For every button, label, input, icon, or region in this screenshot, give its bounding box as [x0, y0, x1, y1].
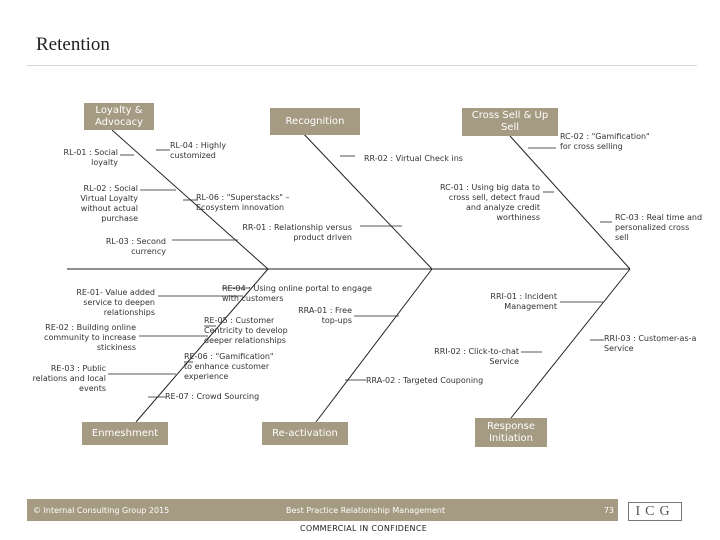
page-number: 73 [603, 505, 614, 515]
label-rr02: RR-02 : Virtual Check ins [364, 154, 463, 163]
label-re06: RE-06 : "Gamification" to enhance custom… [184, 352, 274, 381]
category-recognition: Recognition [270, 108, 360, 135]
bone-recognition [299, 129, 433, 270]
label-rl06: RL-06 : "Superstacks" – Ecosystem innova… [196, 193, 290, 212]
category-cross-sell-up-sell: Cross Sell & Up Sell [462, 108, 558, 136]
label-rl04: RL-04 : Highly customized [170, 141, 227, 160]
label-re05: RE-05 : Customer Centricity to develop d… [204, 316, 288, 345]
label-re01: RE-01- Value added service to deepen rel… [76, 288, 155, 317]
footer-copyright: © Internal Consulting Group 2015 [33, 505, 170, 515]
label-re04: RE-04 : Using online portal to engage wi… [222, 284, 372, 303]
label-rl03: RL-03 : Second currency [105, 237, 166, 256]
label-rc03: RC-03 : Real time and personalized cross… [615, 213, 703, 242]
label-re07: RE-07 : Crowd Sourcing [165, 392, 260, 401]
label-rra01: RRA-01 : Free top-ups [298, 306, 352, 325]
category-response-initiation: Response Initiation [475, 418, 547, 447]
label-rr01: RR-01 : Relationship versus product driv… [242, 223, 352, 242]
bone-reactivation [315, 268, 433, 423]
label-rri01: RRI-01 : Incident Management [490, 292, 557, 311]
label-rri02: RRI-02 : Click-to-chat Service [434, 347, 519, 366]
icg-logo: ICG [628, 502, 682, 521]
bone-enmeshment [135, 268, 269, 423]
bone-loyalty [111, 129, 269, 270]
label-rl02: RL-02 : Social Virtual Loyalty without a… [80, 184, 138, 223]
label-rri03: RRI-03 : Customer-as-a Service [604, 334, 697, 353]
category-reactivation: Re-activation [262, 422, 348, 445]
bone-cross-sell [509, 135, 631, 270]
label-rl01: RL-01 : Social loyalty [63, 148, 118, 167]
page-title: Retention [36, 34, 110, 55]
label-rc02: RC-02 : "Gamification" for cross selling [560, 132, 650, 151]
footer-copyright-bar: © Internal Consulting Group 2015 [27, 499, 265, 521]
footer-title-bar: Best Practice Relationship Management 73 [264, 499, 618, 521]
label-rc01: RC-01 : Using big data to cross sell, de… [439, 183, 540, 222]
category-loyalty-advocacy: Loyalty & Advocacy [84, 103, 154, 130]
footer-title: Best Practice Relationship Management [286, 505, 446, 515]
confidentiality-notice: COMMERCIAL IN CONFIDENCE [300, 524, 428, 533]
title-divider [27, 65, 697, 66]
bone-response [510, 268, 631, 419]
label-re02: RE-02 : Building online community to inc… [44, 323, 136, 352]
label-rra02: RRA-02 : Targeted Couponing [366, 376, 484, 385]
category-enmeshment: Enmeshment [82, 422, 168, 445]
label-re03: RE-03 : Public relations and local event… [32, 364, 106, 393]
